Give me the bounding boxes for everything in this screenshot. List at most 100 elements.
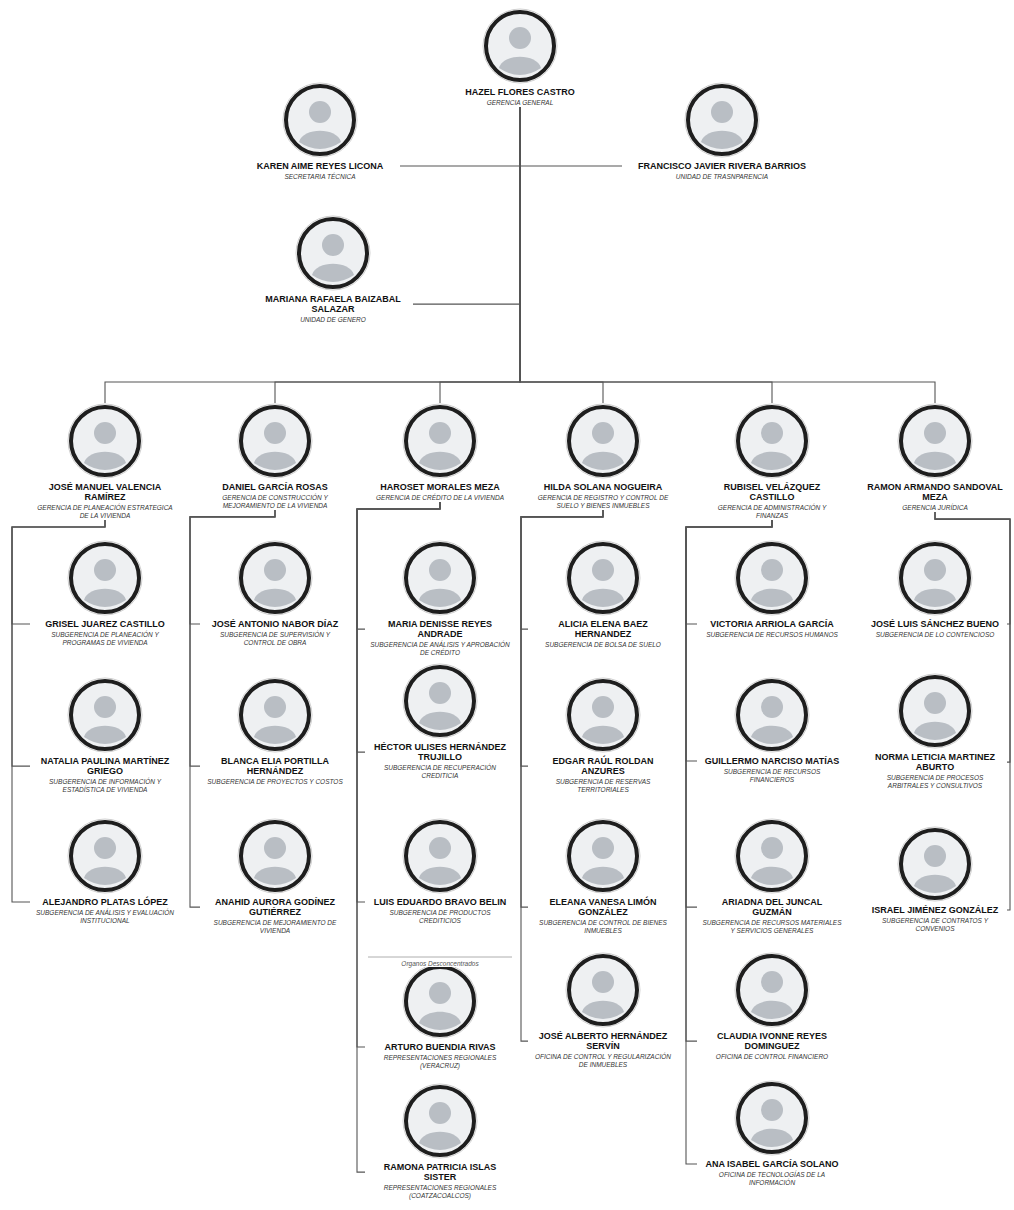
person-card: DANIEL GARCÍA ROSAS GERENCIA DE CONSTRUCC… [200, 403, 350, 510]
person-name: NATALIA PAULINA MARTÍNEZ GRIEGO [34, 756, 176, 776]
person-name: NORMA LETICIA MARTINEZ ABURTO [867, 752, 1003, 772]
avatar-photo [565, 677, 641, 753]
person-shoulders [914, 589, 956, 607]
position-title: GERENCIA DE PLANEACIÓN ESTRATEGICA DE LA… [34, 504, 176, 520]
avatar-photo [734, 677, 810, 753]
photo-ring [735, 819, 809, 893]
person-shoulders [419, 1132, 461, 1150]
person-card: JOSÉ ANTONIO NABOR DÍAZSUBGERENCIA DE SU… [200, 540, 350, 647]
org-connector [520, 107, 603, 403]
photo-ring [68, 541, 142, 615]
person-name: HAZEL FLORES CASTRO [439, 87, 601, 97]
avatar-photo [402, 818, 478, 894]
person-card: RAMONA PATRICIA ISLAS SISTERREPRESENTACI… [365, 1083, 515, 1200]
separator-line [368, 957, 512, 958]
photo-frame [241, 544, 309, 612]
person-shoulders [914, 452, 956, 470]
photo-ring [238, 541, 312, 615]
person-head [264, 559, 286, 581]
photo-frame [901, 544, 969, 612]
person-name: KAREN AIME REYES LICONA [244, 161, 396, 171]
photo-frame [406, 667, 474, 735]
photo-frame [569, 822, 637, 890]
person-card: ALEJANDRO PLATAS LÓPEZSUBGERENCIA DE ANÁ… [30, 818, 180, 925]
person-name: JOSÉ LUIS SÁNCHEZ BUENO [867, 619, 1003, 629]
avatar-photo [565, 403, 641, 479]
person-shoulders [751, 452, 793, 470]
photo-frame [569, 956, 637, 1024]
avatar-photo [67, 677, 143, 753]
person-name: HÉCTOR ULISES HERNÁNDEZ TRUJILLO [369, 742, 511, 762]
photo-ring [735, 1081, 809, 1155]
person-name: CLAUDIA IVONNE REYES DOMINGUEZ [701, 1031, 843, 1051]
person-shoulders [84, 726, 126, 744]
person-head [711, 101, 733, 123]
person-name: MARIANA RAFAELA BAIZABAL SALAZAR [257, 294, 409, 314]
avatar-photo [734, 818, 810, 894]
person-head [761, 696, 783, 718]
photo-ring [403, 819, 477, 893]
person-shoulders [751, 726, 793, 744]
photo-ring [566, 541, 640, 615]
person-shoulders [419, 1012, 461, 1030]
position-title: SUBGERENCIA DE PROYECTOS Y COSTOS [204, 778, 346, 786]
person-card: KAREN AIME REYES LICONASECRETARIA TÉCNIC… [240, 82, 400, 181]
avatar-photo [897, 403, 973, 479]
person-name: DANIEL GARCÍA ROSAS [204, 482, 346, 492]
person-head [94, 696, 116, 718]
person-name: ARTURO BUENDIA RIVAS [369, 1042, 511, 1052]
person-head [924, 692, 946, 714]
person-shoulders [254, 452, 296, 470]
person-head [761, 559, 783, 581]
position-title: SUBGERENCIA DE INFORMACIÓN Y ESTADÍSTICA… [34, 778, 176, 794]
person-shoulders [582, 867, 624, 885]
person-card: HAROSET MORALES MEZAGERENCIA DE CRÉDITO … [365, 403, 515, 502]
person-card: GUILLERMO NARCISO MATÍASSUBGERENCIA DE R… [697, 677, 847, 784]
photo-ring [68, 819, 142, 893]
position-title: OFICINA DE CONTROL Y REGULARIZACIÓN DE I… [532, 1053, 674, 1069]
avatar-photo [237, 818, 313, 894]
org-connector [520, 107, 622, 166]
person-shoulders [419, 712, 461, 730]
person-head [429, 837, 451, 859]
avatar-photo [565, 540, 641, 616]
photo-frame [486, 12, 554, 80]
org-connector [413, 107, 520, 304]
photo-ring [898, 404, 972, 478]
photo-frame [738, 822, 806, 890]
photo-frame [406, 1087, 474, 1155]
position-title: SUBGERENCIA DE PLANEACIÓN Y PROGRAMAS DE… [34, 631, 176, 647]
person-card: RAMON ARMANDO SANDOVAL MEZAGERENCIA JURÍ… [863, 403, 1007, 512]
person-head [94, 837, 116, 859]
photo-frame [71, 681, 139, 749]
person-shoulders [751, 867, 793, 885]
photo-ring [68, 678, 142, 752]
position-title: OFICINA DE TECNOLOGÍAS DE LA INFORMACIÓN [701, 1171, 843, 1187]
person-name: JOSÉ ALBERTO HERNÁNDEZ SERVÍN [532, 1031, 674, 1051]
avatar-photo [402, 1083, 478, 1159]
person-name: ELEANA VANESA LIMÓN GONZÁLEZ [532, 897, 674, 917]
person-name: LUIS EDUARDO BRAVO BELIN [369, 897, 511, 907]
person-name: ARIADNA DEL JUNCAL GUZMÁN [701, 897, 843, 917]
person-head [592, 422, 614, 444]
person-card: HÉCTOR ULISES HERNÁNDEZ TRUJILLOSUBGEREN… [365, 663, 515, 780]
person-head [924, 559, 946, 581]
avatar-photo [897, 673, 973, 749]
avatar-photo [734, 1080, 810, 1156]
photo-ring [685, 83, 759, 157]
person-head [264, 837, 286, 859]
person-head [761, 422, 783, 444]
person-card: ALICIA ELENA BAEZ HERNANDEZSUBGERENCIA D… [528, 540, 678, 649]
photo-ring [735, 541, 809, 615]
person-card: JOSÉ ALBERTO HERNÁNDEZ SERVÍN OFICINA DE … [528, 952, 678, 1069]
person-name: RAMONA PATRICIA ISLAS SISTER [369, 1162, 511, 1182]
org-connector [400, 107, 520, 166]
org-connector [440, 107, 520, 403]
person-name: HILDA SOLANA NOGUEIRA [532, 482, 674, 492]
position-title: REPRESENTACIONES REGIONALES (VERACRUZ) [369, 1054, 511, 1070]
person-card: EDGAR RAÚL ROLDAN ANZURESSUBGERENCIA DE … [528, 677, 678, 794]
position-title: GERENCIA DE CONSTRUCCIÓN Y MEJORAMIENTO … [204, 494, 346, 510]
person-card: ARIADNA DEL JUNCAL GUZMÁNSUBGERENCIA DE … [697, 818, 847, 935]
person-shoulders [254, 726, 296, 744]
